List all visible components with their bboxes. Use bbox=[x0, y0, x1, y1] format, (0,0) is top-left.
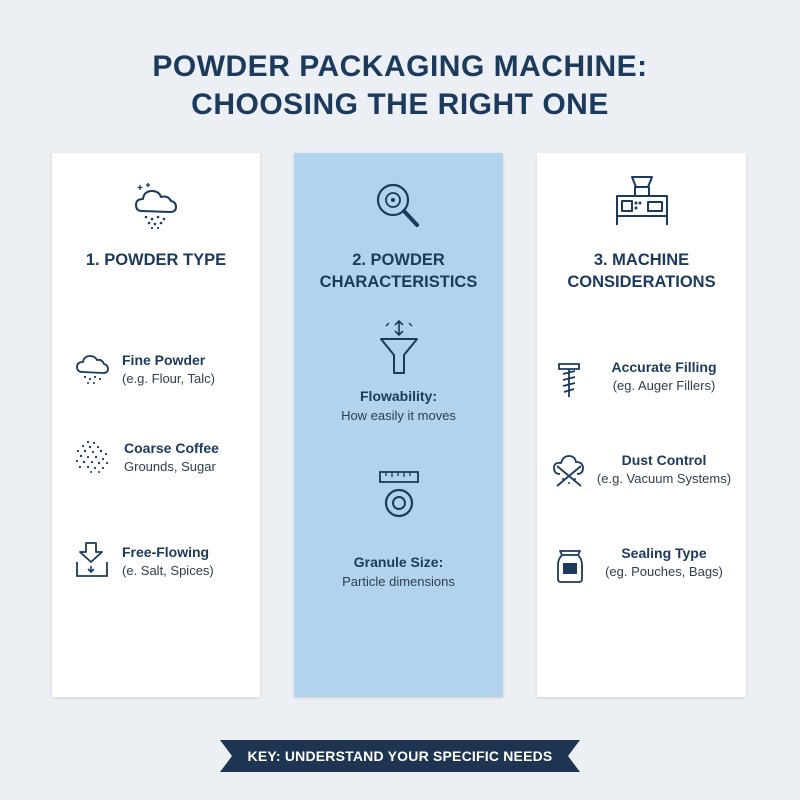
column-title: 2. POWDER CHARACTERISTICS bbox=[294, 249, 503, 293]
granules-icon bbox=[75, 440, 109, 473]
item-subtitle: (e.g. Flour, Talc) bbox=[122, 371, 215, 386]
pouch-icon bbox=[557, 550, 583, 583]
item-subtitle: (e.g. Vacuum Systems) bbox=[596, 471, 732, 486]
column-title-line-1: 2. POWDER bbox=[352, 251, 445, 269]
packaging-machine-icon bbox=[615, 176, 668, 225]
column-powder-type: 1. POWDER TYPE Fine Powder (e.g. Flour, … bbox=[52, 153, 260, 697]
column-title: 3. MACHINE CONSIDERATIONS bbox=[537, 249, 746, 293]
column-title: 1. POWDER TYPE bbox=[85, 251, 227, 269]
page-title-line-2: CHOOSING THE RIGHT ONE bbox=[191, 88, 609, 121]
column-title-line-2: CHARACTERISTICS bbox=[319, 273, 478, 291]
magnifier-icon bbox=[376, 183, 419, 227]
list-item: Flowability: How easily it moves bbox=[294, 319, 503, 423]
pour-tray-icon bbox=[76, 542, 108, 577]
item-subtitle: (e. Salt, Spices) bbox=[122, 563, 214, 578]
column-powder-characteristics: 2. POWDER CHARACTERISTICS Flowability: H… bbox=[294, 153, 503, 697]
page-title: POWDER PACKAGING MACHINE: CHOOSING THE R… bbox=[0, 48, 800, 124]
item-title: Coarse Coffee bbox=[124, 440, 219, 456]
page-title-line-1: POWDER PACKAGING MACHINE: bbox=[152, 50, 648, 83]
key-banner-text: KEY: UNDERSTAND YOUR SPECIFIC NEEDS bbox=[247, 748, 553, 764]
item-subtitle: (eg. Auger Fillers) bbox=[612, 378, 716, 393]
cloud-powder-icon bbox=[76, 355, 109, 384]
item-title: Accurate Filling bbox=[611, 359, 717, 375]
item-title: Granule Size: bbox=[353, 554, 444, 570]
column-machine-considerations: 3. MACHINE CONSIDERATIONS Accurate Filli… bbox=[537, 153, 746, 697]
item-title: Flowability: bbox=[360, 388, 437, 404]
funnel-icon bbox=[379, 319, 418, 374]
list-item: Dust Control (e.g. Vacuum Systems) bbox=[537, 452, 746, 496]
item-subtitle: Particle dimensions bbox=[342, 574, 455, 589]
dust-cloud-icon bbox=[553, 455, 584, 487]
item-title: Free-Flowing bbox=[122, 544, 210, 560]
list-item: Accurate Filling (eg. Auger Fillers) bbox=[537, 359, 746, 403]
key-banner: KEY: UNDERSTAND YOUR SPECIFIC NEEDS bbox=[220, 740, 580, 772]
item-title: Fine Powder bbox=[122, 352, 206, 368]
column-title-line-1: 3. MACHINE bbox=[593, 251, 690, 269]
item-subtitle: Grounds, Sugar bbox=[124, 459, 216, 474]
item-title: Sealing Type bbox=[621, 545, 707, 561]
cloud-powder-icon bbox=[135, 183, 177, 230]
item-subtitle: How easily it moves bbox=[341, 408, 456, 423]
item-title: Dust Control bbox=[621, 452, 707, 468]
auger-screw-icon bbox=[558, 363, 580, 397]
list-item: Granule Size: Particle dimensions bbox=[294, 469, 503, 589]
column-title-line-2: CONSIDERATIONS bbox=[567, 273, 716, 291]
banner-ribbon bbox=[220, 740, 580, 772]
ruler-ring-icon bbox=[378, 471, 419, 518]
item-subtitle: (eg. Pouches, Bags) bbox=[605, 564, 723, 579]
list-item: Sealing Type (eg. Pouches, Bags) bbox=[537, 545, 746, 589]
